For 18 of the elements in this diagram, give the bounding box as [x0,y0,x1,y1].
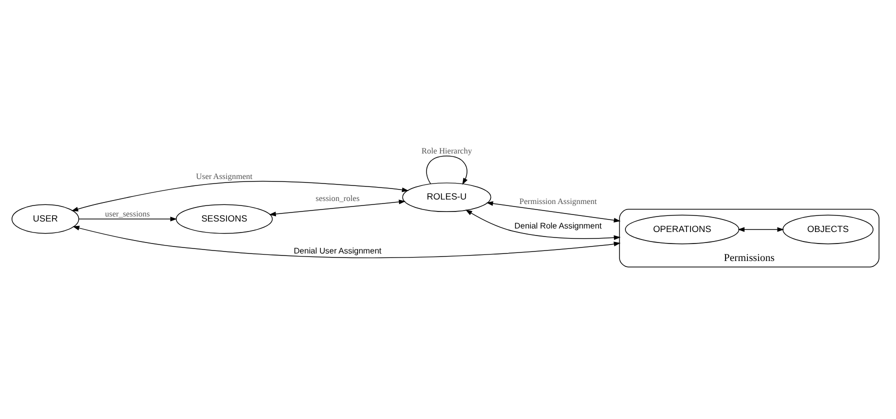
edge-label: Permission Assignment [518,196,596,206]
node-ellipse: SESSIONS [175,204,272,234]
edge-label: Role Hierarchy [421,146,472,156]
arrow [70,180,408,211]
node-ellipse: OBJECTS [782,214,873,244]
arrow [268,199,406,216]
arrow [426,155,468,184]
edge-label: session_roles [315,193,360,202]
edge-label: Denial Role Assignment [514,221,602,230]
arrow [78,216,177,221]
edge-label: user_sessions [104,209,150,218]
arrow [486,200,620,222]
arrow [464,209,620,240]
arrow [737,226,784,232]
edge-label: User Assignment [196,172,252,181]
arrow [72,225,620,258]
node-ellipse: OPERATIONS [624,214,739,244]
edge-label: Denial User Assignment [293,246,381,255]
